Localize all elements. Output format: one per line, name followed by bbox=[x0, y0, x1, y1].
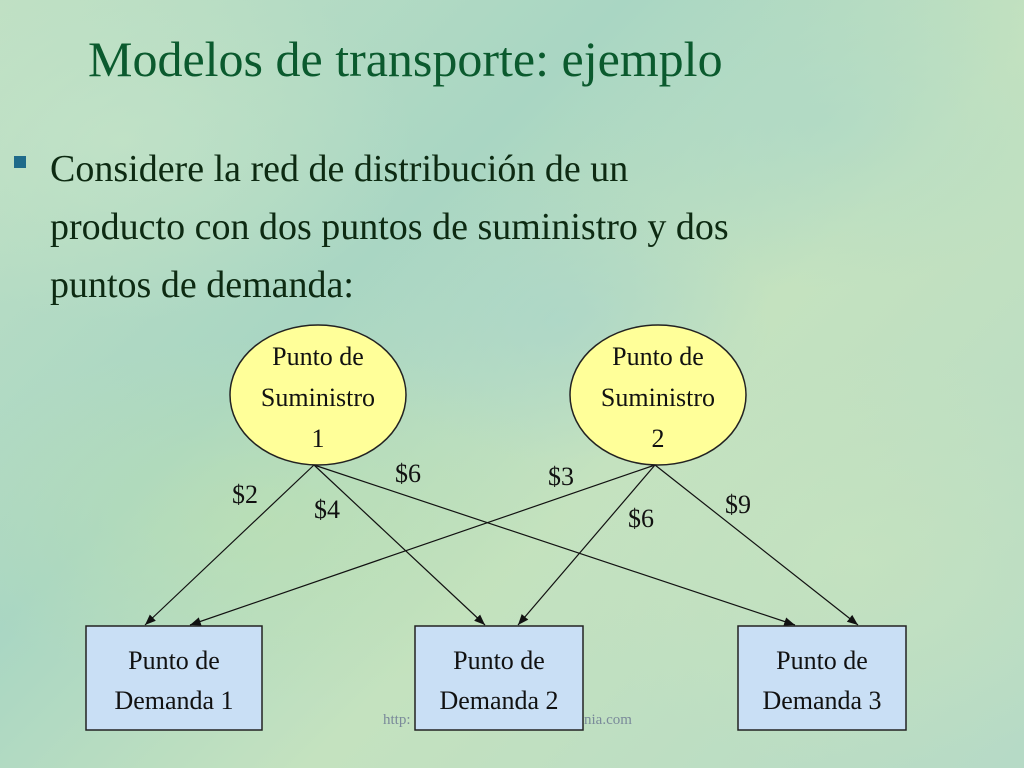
node-label-line: Suministro bbox=[261, 383, 375, 412]
node-label-line: 2 bbox=[652, 424, 665, 453]
cost-label-s2-d3: $9 bbox=[725, 490, 751, 519]
edge-s1-d3 bbox=[313, 464, 796, 626]
edge-s2-d2 bbox=[517, 464, 656, 626]
node-label-line: Punto de bbox=[453, 646, 545, 675]
edge-s2-d3 bbox=[654, 464, 859, 626]
footer-url-right: nia.com bbox=[584, 712, 632, 728]
cost-label-s2-d2: $6 bbox=[628, 504, 654, 533]
edges bbox=[144, 464, 859, 626]
cost-label-s1-d1: $2 bbox=[232, 480, 258, 509]
supply-node-1: Punto de Suministro 1 bbox=[229, 324, 407, 466]
node-label-line: Demanda 1 bbox=[114, 686, 233, 715]
slide-title: Modelos de transporte: ejemplo bbox=[88, 31, 723, 87]
bullet-line: producto con dos puntos de suministro y … bbox=[50, 206, 729, 248]
cost-label-s1-d2: $4 bbox=[314, 495, 340, 524]
demand-node-1: Punto de Demanda 1 bbox=[85, 625, 263, 731]
demand-node-2: Punto de Demanda 2 bbox=[414, 625, 584, 731]
edge-s1-d2 bbox=[313, 464, 486, 626]
bullet-line: Considere la red de distribución de un bbox=[50, 148, 629, 190]
node-label-line: Punto de bbox=[272, 342, 364, 371]
bullet-text: Considere la red de distribución de un p… bbox=[50, 140, 1010, 314]
supply-node-2: Punto de Suministro 2 bbox=[569, 324, 747, 466]
footer-url-left: http: bbox=[383, 712, 411, 728]
demand-node-3: Punto de Demanda 3 bbox=[737, 625, 907, 731]
node-label-line: Punto de bbox=[776, 646, 868, 675]
cost-label-s1-d3: $6 bbox=[395, 459, 421, 488]
bullet-line: puntos de demanda: bbox=[50, 264, 354, 306]
edge-s1-d1 bbox=[144, 464, 315, 626]
node-label-line: Demanda 2 bbox=[439, 686, 558, 715]
cost-label-s2-d1: $3 bbox=[548, 462, 574, 491]
node-label-line: Suministro bbox=[601, 383, 715, 412]
edge-s2-d1 bbox=[189, 464, 656, 626]
node-label-line: Punto de bbox=[128, 646, 220, 675]
node-label-line: 1 bbox=[312, 424, 325, 453]
node-label-line: Punto de bbox=[612, 342, 704, 371]
node-label-line: Demanda 3 bbox=[762, 686, 881, 715]
square-bullet-icon bbox=[14, 156, 26, 168]
